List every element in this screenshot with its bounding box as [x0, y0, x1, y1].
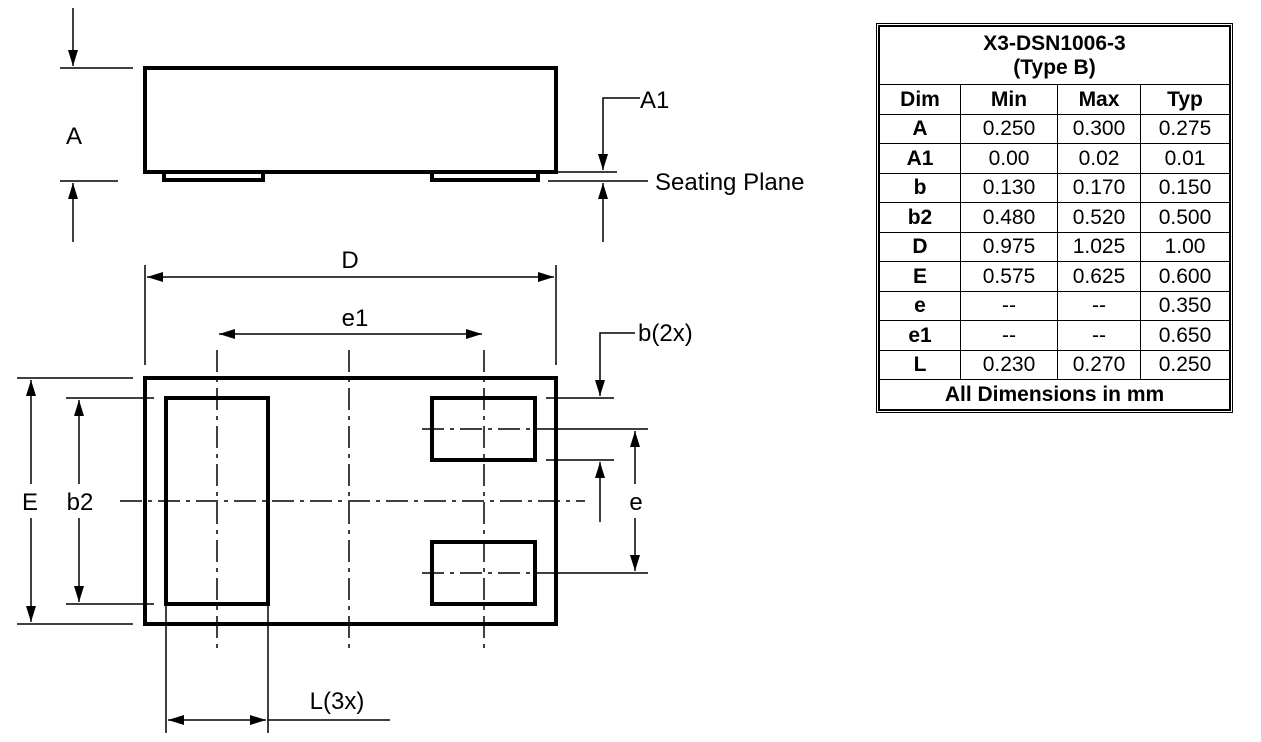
package-body-side	[143, 66, 558, 174]
table-row: e1----0.650	[879, 320, 1230, 351]
cell-typ: 0.150	[1140, 172, 1230, 203]
cell-max: 0.625	[1057, 261, 1141, 292]
header-dim: Dim	[879, 84, 961, 115]
cell-dim: b	[879, 172, 961, 203]
cell-max: 0.520	[1057, 202, 1141, 233]
left-terminal-side	[162, 170, 265, 182]
header-typ: Typ	[1140, 84, 1230, 115]
dim-e1-label: e1	[342, 305, 369, 332]
cell-typ: 0.350	[1140, 290, 1230, 321]
cell-max: --	[1057, 320, 1141, 351]
side-view: A A1 Seating Plane	[60, 8, 804, 242]
cell-dim: A1	[879, 143, 961, 174]
cell-min: 0.575	[960, 261, 1058, 292]
cell-max: 0.170	[1057, 172, 1141, 203]
dim-a1-label: A1	[640, 87, 669, 114]
right-terminal-side	[430, 170, 540, 182]
cell-min: 0.230	[960, 349, 1058, 380]
cell-dim: D	[879, 231, 961, 262]
cell-dim: e1	[879, 320, 961, 351]
cell-max: 0.02	[1057, 143, 1141, 174]
cell-dim: A	[879, 113, 961, 144]
dim-a1-arrow-top	[598, 97, 640, 170]
header-min: Min	[960, 84, 1058, 115]
dim-b2-label: b2	[67, 489, 94, 516]
table-footer: All Dimensions in mm	[879, 379, 1230, 410]
cell-typ: 0.500	[1140, 202, 1230, 233]
dim-a-label: A	[66, 123, 82, 150]
dim-b-arrow-top	[595, 332, 635, 396]
dim-l-label: L(3x)	[310, 688, 365, 715]
cell-typ: 0.275	[1140, 113, 1230, 144]
table-header-row: Dim Min Max Typ	[879, 84, 1230, 115]
header-max: Max	[1057, 84, 1141, 115]
bottom-view: D e1 b(2x) e E b2 L(3x)	[17, 247, 693, 733]
dim-big-e-label: E	[22, 489, 38, 516]
table-title: X3-DSN1006-3 (Type B)	[879, 26, 1230, 85]
cell-max: 0.300	[1057, 113, 1141, 144]
table-row: e----0.350	[879, 290, 1230, 321]
cell-dim: E	[879, 261, 961, 292]
cell-dim: b2	[879, 202, 961, 233]
dim-d-label: D	[341, 247, 358, 274]
cell-min: --	[960, 290, 1058, 321]
cell-dim: L	[879, 349, 961, 380]
dim-b-label: b(2x)	[638, 320, 693, 347]
cell-typ: 1.00	[1140, 231, 1230, 262]
cell-max: 0.270	[1057, 349, 1141, 380]
package-name: X3-DSN1006-3	[983, 32, 1126, 56]
seating-plane-label: Seating Plane	[655, 169, 804, 196]
cell-min: --	[960, 320, 1058, 351]
cell-max: 1.025	[1057, 231, 1141, 262]
cell-min: 0.00	[960, 143, 1058, 174]
cell-min: 0.130	[960, 172, 1058, 203]
cell-typ: 0.250	[1140, 349, 1230, 380]
cell-min: 0.250	[960, 113, 1058, 144]
cell-typ: 0.01	[1140, 143, 1230, 174]
dim-e-label: e	[629, 489, 642, 516]
cell-dim: e	[879, 290, 961, 321]
cell-min: 0.975	[960, 231, 1058, 262]
package-type: (Type B)	[1013, 55, 1096, 79]
cell-max: --	[1057, 290, 1141, 321]
cell-typ: 0.650	[1140, 320, 1230, 351]
cell-typ: 0.600	[1140, 261, 1230, 292]
cell-min: 0.480	[960, 202, 1058, 233]
